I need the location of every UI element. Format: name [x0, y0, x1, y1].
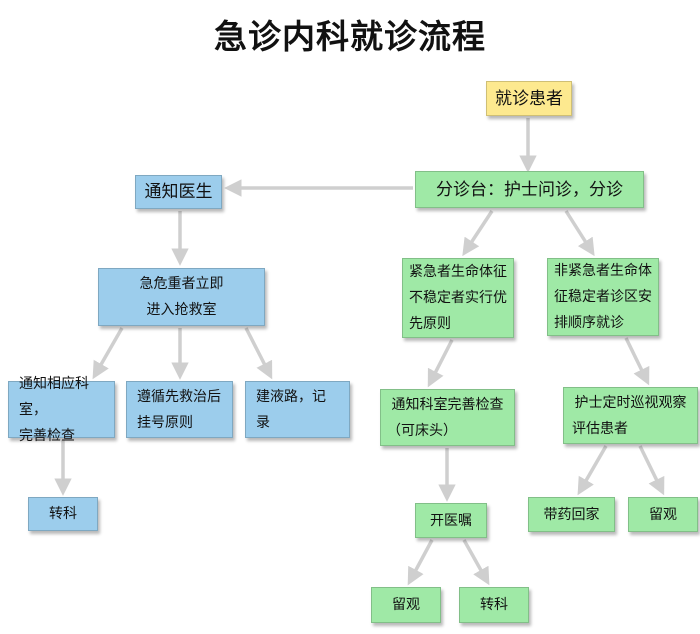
node-emergency: 急危重者立即 进入抢救室 [98, 268, 265, 326]
node-notify-exam: 通知科室完善检查 （可床头） [380, 389, 515, 446]
node-iv-record: 建液路，记 录 [245, 381, 350, 438]
page-title: 急诊内科就诊流程 [214, 17, 486, 56]
arrow-orders-to-transfer [462, 539, 490, 586]
arrow-orders-to-observe [407, 539, 434, 586]
arrow-patrol-to-observe [638, 445, 665, 496]
node-transfer-bottom: 转科 [459, 587, 529, 623]
node-nonurgent-stable: 非紧急者生命体 征稳定者诊区安 排顺序就诊 [547, 258, 659, 336]
node-observe-bottom: 留观 [371, 587, 441, 623]
node-patient: 就诊患者 [486, 81, 572, 116]
node-triage: 分诊台：护士问诊，分诊 [415, 171, 644, 208]
arrow-urgent-to-notify-exam [427, 339, 454, 388]
arrow-nonurgent-to-patrol [624, 337, 650, 386]
node-nurse-patrol: 护士定时巡视观察 评估患者 [563, 387, 698, 444]
arrow-patrol-to-meds-home [577, 445, 608, 496]
node-meds-home: 带药回家 [528, 497, 615, 532]
node-transfer-left: 转科 [28, 497, 98, 531]
node-notify-dept: 通知相应科室， 完善检查 [8, 376, 115, 444]
node-treat-first: 遵循先救治后 挂号原则 [126, 381, 233, 438]
arrow-emergency-to-iv-record [244, 327, 273, 380]
arrow-triage-to-urgent [462, 210, 494, 257]
node-notify-doctor: 通知医生 [135, 175, 222, 209]
node-urgent-unstable: 紧急者生命体征 不稳定者实行优 先原则 [402, 258, 514, 338]
arrow-triage-to-nonurgent [564, 210, 595, 257]
arrow-emergency-to-notify-dept [92, 327, 124, 380]
node-observe-right: 留观 [628, 497, 698, 532]
node-orders: 开医嘱 [415, 503, 487, 538]
